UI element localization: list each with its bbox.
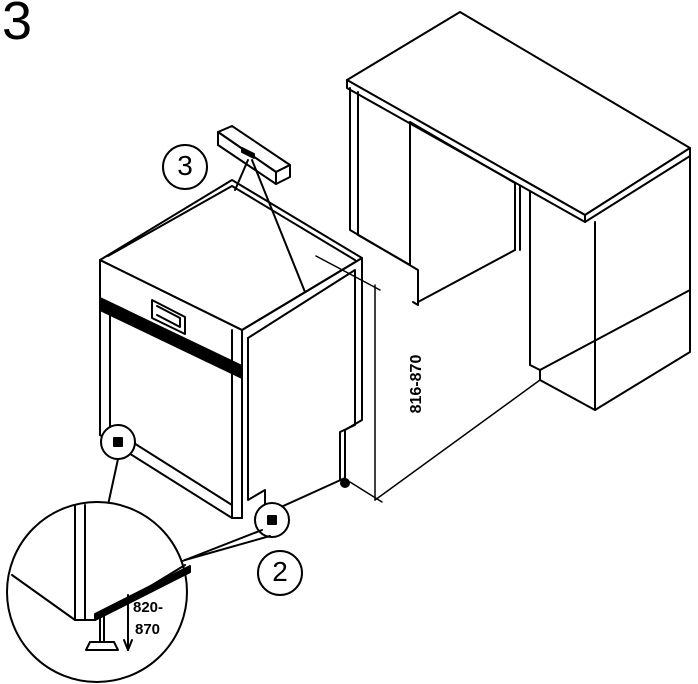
callout-label-spirit-level: 3	[177, 150, 193, 181]
kitchen-cabinet	[346, 11, 691, 411]
height-dimension-line	[315, 255, 541, 503]
step-number: 3	[2, 0, 33, 51]
callout-circle-2	[257, 550, 303, 596]
foot-height-label-line1: 820-	[133, 599, 164, 616]
callout-circle-3	[162, 144, 208, 190]
dishwasher	[99, 179, 363, 519]
callout-label-leveling-feet: 2	[272, 556, 288, 587]
foot-callout-circles	[100, 424, 350, 563]
magnified-inset	[6, 501, 191, 683]
foot-height-label-line2: 870	[135, 621, 161, 638]
spirit-level	[217, 125, 306, 293]
installed-height-label: 816-870	[408, 354, 425, 414]
